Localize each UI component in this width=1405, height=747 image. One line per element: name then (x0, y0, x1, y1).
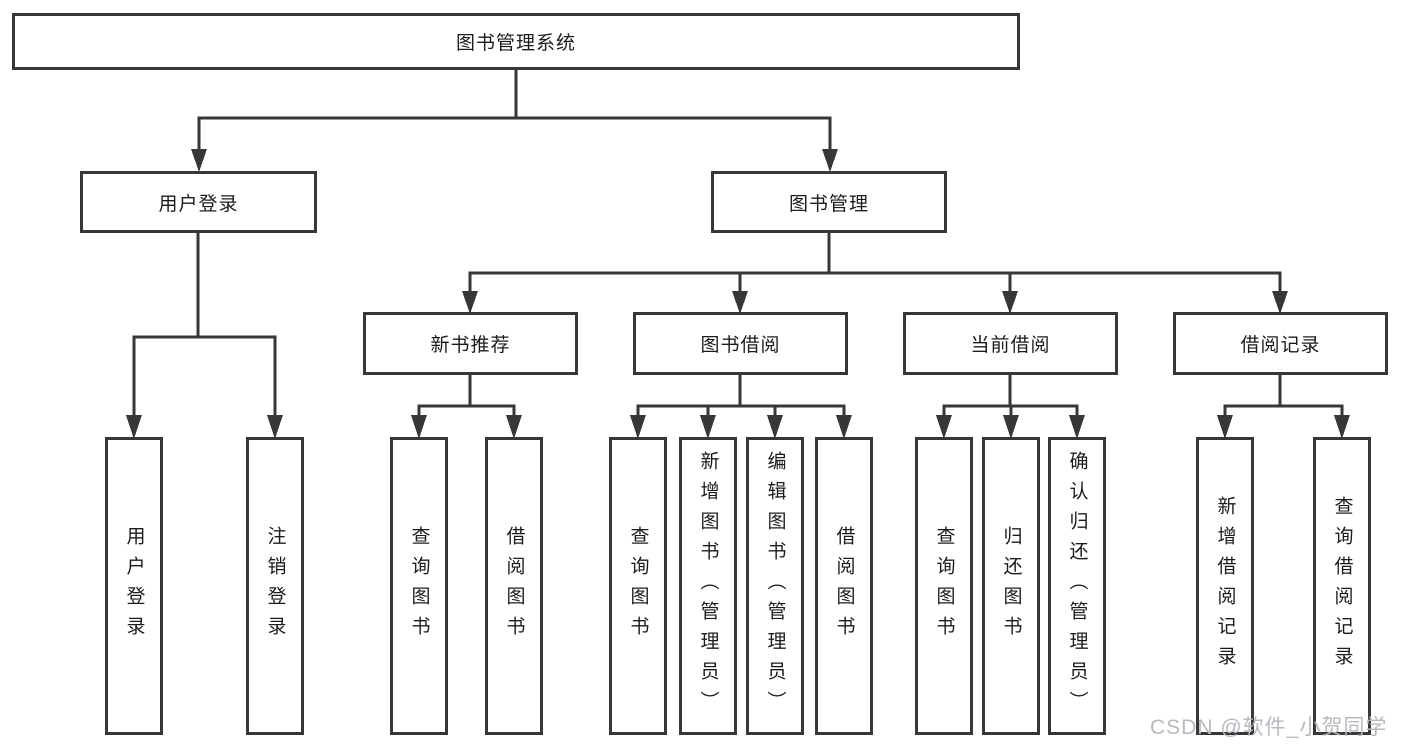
node-user-login: 用户登录 (80, 171, 317, 233)
node-cb-query-books: 查询图书 (915, 437, 973, 735)
node-br-add-borrow-record: 新增借阅记录 (1196, 437, 1254, 735)
csdn-watermark: CSDN @软件_小贺同学 (1150, 716, 1388, 739)
node-new-book-recommend: 新书推荐 (363, 312, 578, 375)
node-label: 新书推荐 (430, 335, 511, 356)
node-label: 注销登录 (264, 526, 286, 646)
node-br-query-borrow-record: 查询借阅记录 (1313, 437, 1371, 735)
node-label: 新增图书（管理员） (697, 451, 719, 721)
node-leaf-logout: 注销登录 (246, 437, 304, 735)
node-bb-add-books-admin: 新增图书（管理员） (679, 437, 737, 735)
node-label: 用户登录 (158, 193, 239, 215)
node-leaf-user-login: 用户登录 (105, 437, 163, 735)
node-label: 编辑图书（管理员） (764, 451, 786, 721)
node-borrowing-records: 借阅记录 (1173, 312, 1388, 375)
node-label: 新增借阅记录 (1214, 496, 1236, 676)
node-label: 用户登录 (123, 526, 145, 646)
node-label: 图书管理系统 (455, 33, 576, 54)
node-cb-return-books: 归还图书 (982, 437, 1040, 735)
node-label: 图书管理 (788, 193, 869, 215)
node-label: 当前借阅 (970, 335, 1051, 356)
node-bb-edit-books-admin: 编辑图书（管理员） (746, 437, 804, 735)
node-label: 查询图书 (933, 526, 955, 646)
node-label: 归还图书 (1000, 526, 1022, 646)
node-label: 借阅图书 (833, 526, 855, 646)
node-current-borrowing: 当前借阅 (903, 312, 1118, 375)
node-label: 查询图书 (627, 526, 649, 646)
node-cb-confirm-return-admin: 确认归还（管理员） (1048, 437, 1106, 735)
node-label: 查询图书 (408, 526, 430, 646)
node-label: 确认归还（管理员） (1066, 451, 1088, 721)
node-book-borrowing: 图书借阅 (633, 312, 848, 375)
node-library-management-system: 图书管理系统 (12, 13, 1020, 70)
node-label: 图书借阅 (700, 335, 781, 356)
node-bb-borrow-books: 借阅图书 (815, 437, 873, 735)
node-nbr-query-books: 查询图书 (390, 437, 448, 735)
node-nbr-borrow-books: 借阅图书 (485, 437, 543, 735)
node-label: 借阅图书 (503, 526, 525, 646)
node-bb-query-books: 查询图书 (609, 437, 667, 735)
node-label: 借阅记录 (1240, 335, 1321, 356)
node-label: 查询借阅记录 (1331, 496, 1353, 676)
node-book-management: 图书管理 (711, 171, 947, 233)
